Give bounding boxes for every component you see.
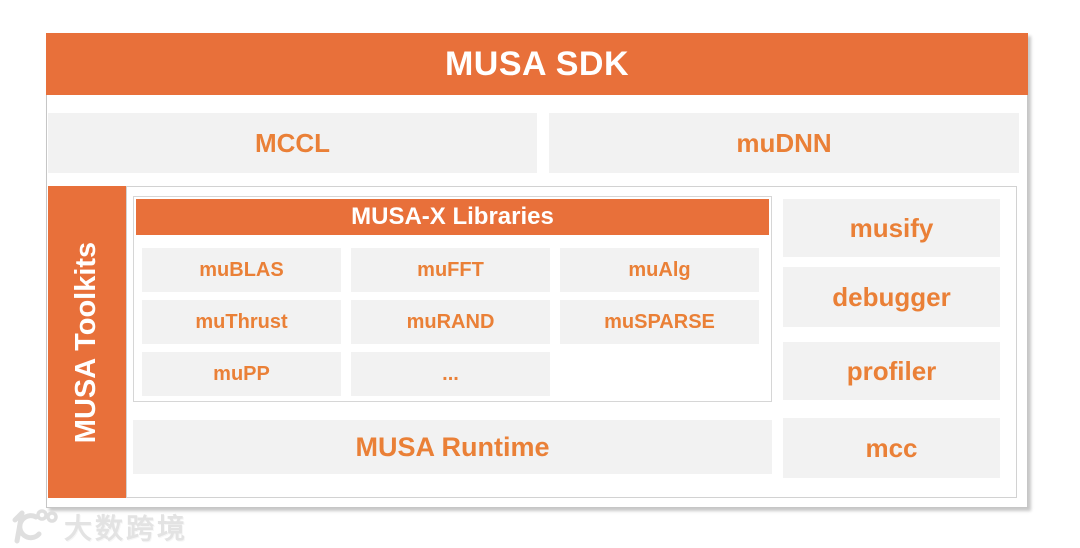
watermark: 大数跨境 [6,506,188,548]
block-debugger-label: debugger [832,281,951,312]
block-musify-label: musify [849,212,934,243]
watermark-logo-icon [12,509,58,544]
block-mualg: muAlg [560,248,759,292]
block-musparse: muSPARSE [560,300,759,344]
musa-x-libraries-header: MUSA-X Libraries [136,199,769,235]
banner-title: MUSA SDK [444,44,630,83]
block-mufft: muFFT [351,248,550,292]
block-profiler: profiler [783,342,1000,400]
block-muthrust: muThrust [142,300,341,344]
block-mupp: muPP [142,352,341,396]
block-murand-label: muRAND [406,310,495,333]
block-mudnn-label: muDNN [736,127,832,158]
block-ellipsis: ... [351,352,550,396]
block-mccl-label: MCCL [254,127,331,158]
block-mudnn: muDNN [549,113,1019,173]
block-ellipsis-label: ... [442,362,459,385]
block-mcc: mcc [783,418,1000,478]
block-murand: muRAND [351,300,550,344]
block-debugger: debugger [783,267,1000,327]
musa-toolkits-sidebar: MUSA Toolkits [48,186,126,498]
block-mcc-label: mcc [865,432,918,463]
block-mufft-label: muFFT [417,258,484,281]
block-musify: musify [783,199,1000,257]
block-mublas-label: muBLAS [199,258,284,281]
watermark-text: 大数跨境 [64,513,189,544]
block-mublas: muBLAS [142,248,341,292]
block-muthrust-label: muThrust [195,310,288,333]
banner-musa-sdk: MUSA SDK [46,33,1028,95]
block-musa-runtime: MUSA Runtime [133,420,772,474]
block-musa-runtime-label: MUSA Runtime [355,431,550,462]
block-mccl: MCCL [48,113,537,173]
block-mupp-label: muPP [213,362,270,385]
musa-toolkits-label: MUSA Toolkits [70,241,103,443]
block-mualg-label: muAlg [628,258,691,281]
block-profiler-label: profiler [846,355,937,386]
musa-x-libraries-title: MUSA-X Libraries [351,203,554,230]
block-musparse-label: muSPARSE [604,310,715,333]
